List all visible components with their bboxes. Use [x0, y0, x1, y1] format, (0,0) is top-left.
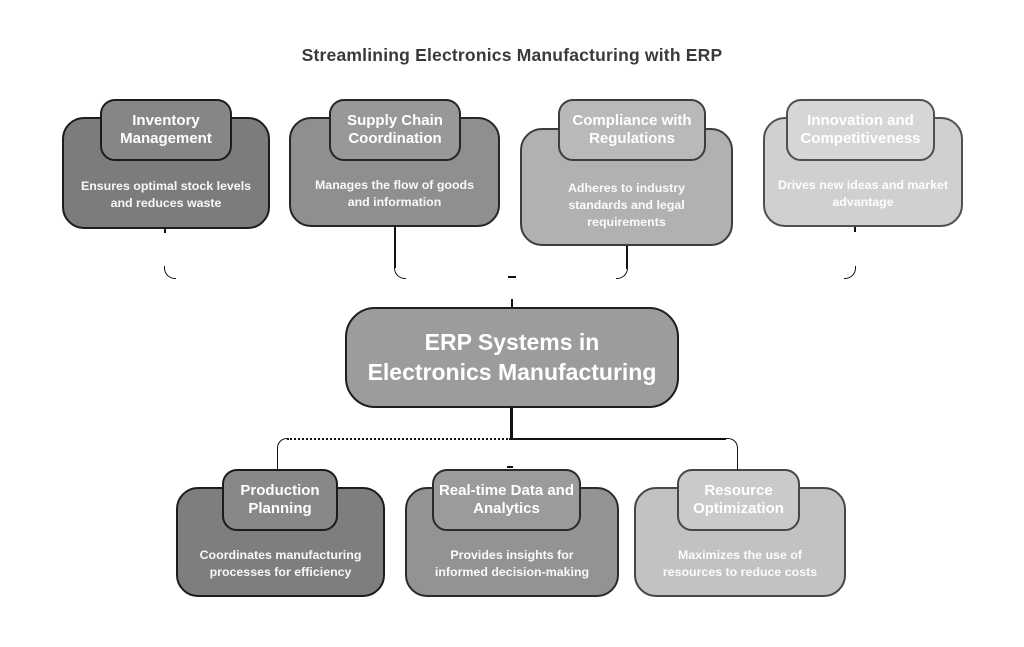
- node-desc-production-planning: Coordinates manufacturing processes for …: [176, 531, 385, 597]
- node-header-real-time-data-and-analytics: Real-time Data and Analytics: [432, 469, 581, 531]
- node-compliance-with-regulations: Compliance with Regulations Adheres to i…: [520, 99, 733, 246]
- node-desc-resource-optimization: Maximizes the use of resources to reduce…: [634, 531, 846, 597]
- connector-tick-real-time-data: [507, 466, 513, 468]
- node-desc-compliance-with-regulations: Adheres to industry standards and legal …: [520, 165, 733, 246]
- node-title-text: Real-time Data and Analytics: [438, 481, 575, 517]
- node-resource-optimization: Resource Optimization Maximizes the use …: [634, 469, 846, 597]
- node-supply-chain-coordination: Supply Chain Coordination Manages the fl…: [289, 99, 500, 227]
- connector-tick-innovation: [854, 227, 856, 232]
- node-header-production-planning: Production Planning: [222, 469, 338, 531]
- node-desc-text: Coordinates manufacturing processes for …: [199, 548, 362, 579]
- connector-line-supply-chain: [394, 226, 396, 268]
- node-desc-innovation-and-competitiveness: Drives new ideas and market advantage: [763, 161, 963, 227]
- node-desc-text: Provides insights for informed decision-…: [434, 548, 590, 579]
- node-title-text: Production Planning: [240, 481, 320, 517]
- node-desc-supply-chain-coordination: Manages the flow of goods and informatio…: [289, 161, 500, 227]
- connector-line-compliance: [626, 246, 628, 269]
- node-header-resource-optimization: Resource Optimization: [677, 469, 800, 531]
- connector-junction-dash-top: [508, 276, 516, 278]
- connector-tick-inventory: [164, 227, 166, 233]
- node-desc-text: Manages the flow of goods and informatio…: [314, 178, 474, 209]
- node-inventory-management: Inventory Management Ensures optimal sto…: [62, 99, 270, 229]
- connector-tick-central-top: [511, 299, 513, 308]
- node-desc-text: Ensures optimal stock levels and reduces…: [80, 179, 252, 210]
- node-header-compliance-with-regulations: Compliance with Regulations: [558, 99, 706, 161]
- connector-line-right: [513, 438, 726, 440]
- node-desc-real-time-data-and-analytics: Provides insights for informed decision-…: [405, 531, 619, 597]
- node-header-innovation-and-competitiveness: Innovation and Competitiveness: [786, 99, 935, 161]
- node-title-text: Compliance with Regulations: [572, 111, 692, 147]
- node-desc-text: Drives new ideas and market advantage: [777, 178, 949, 209]
- node-header-supply-chain-coordination: Supply Chain Coordination: [329, 99, 461, 161]
- node-real-time-data-and-analytics: Real-time Data and Analytics Provides in…: [405, 469, 619, 597]
- connector-dotted-line-left: [287, 438, 511, 440]
- node-title-text: Inventory Management: [120, 111, 212, 147]
- node-title-text: Resource Optimization: [693, 481, 784, 517]
- node-title-text: Supply Chain Coordination: [347, 111, 443, 147]
- node-card-production-planning: [176, 487, 385, 597]
- node-desc-inventory-management: Ensures optimal stock levels and reduces…: [62, 161, 270, 229]
- connector-elbow-innovation: [844, 266, 856, 279]
- central-node-label: ERP Systems in Electronics Manufacturing: [367, 328, 657, 385]
- node-desc-text: Adheres to industry standards and legal …: [567, 181, 686, 229]
- connector-corner-production-planning: [277, 438, 289, 470]
- node-header-inventory-management: Inventory Management: [100, 99, 232, 161]
- node-innovation-and-competitiveness: Innovation and Competitiveness Drives ne…: [763, 99, 963, 227]
- connector-elbow-inventory: [164, 266, 176, 279]
- connector-line-central-bottom: [510, 407, 513, 440]
- connector-elbow-supply-chain: [394, 266, 406, 279]
- node-production-planning: Production Planning Coordinates manufact…: [176, 469, 385, 597]
- diagram-title: Streamlining Electronics Manufacturing w…: [301, 45, 723, 65]
- node-desc-text: Maximizes the use of resources to reduce…: [662, 548, 818, 579]
- connector-corner-resource-optimization: [726, 438, 738, 470]
- connector-elbow-compliance: [616, 266, 628, 279]
- node-erp-systems-central: ERP Systems in Electronics Manufacturing: [345, 307, 679, 408]
- node-title-text: Innovation and Competitiveness: [800, 111, 921, 147]
